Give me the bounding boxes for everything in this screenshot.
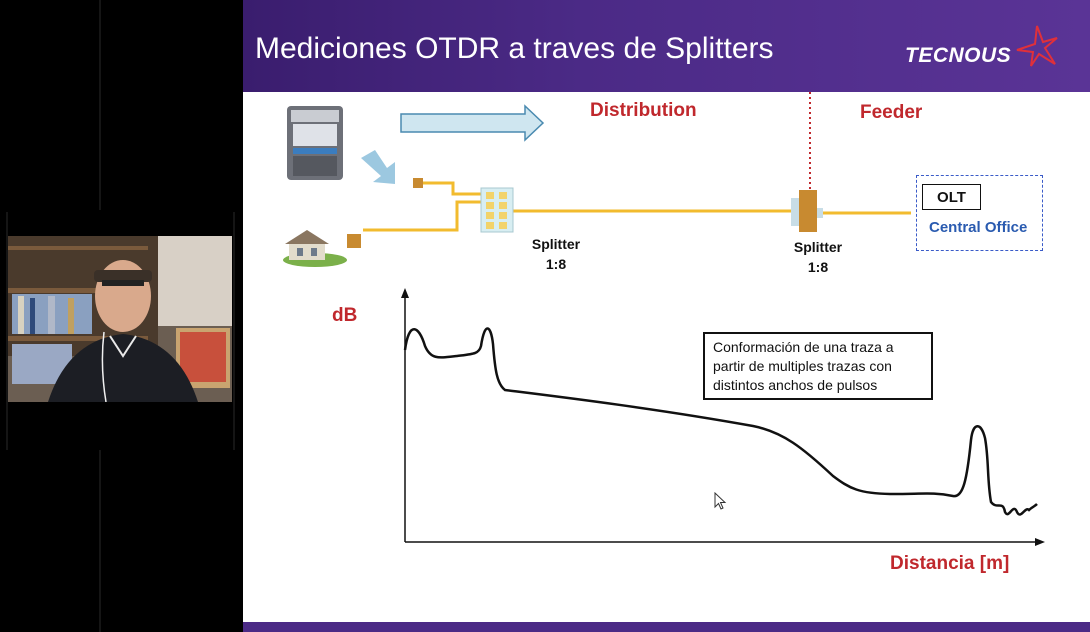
left-divider-line [6,212,8,450]
otdr-trace-line [403,327,1038,516]
fiber-line [363,200,487,232]
central-office-label: Central Office [929,219,1028,236]
network-diagram [283,92,911,267]
central-office-box [916,175,1043,251]
splitter-1-label: Splitter 1:8 [511,234,601,274]
splitter-1-name: Splitter [531,236,581,252]
logo-star-icon [1016,25,1058,67]
y-axis-label: dB [332,305,358,326]
presentation-slide: Mediciones OTDR a traves de Splitters TE… [243,0,1090,632]
slide-title: Mediciones OTDR a traves de Splitters [255,32,774,65]
x-axis-label: Distancia [m] [890,553,1010,574]
splitter-2-icon [791,190,823,232]
otdr-trace-chart [401,288,1045,546]
brand-logo: TECNOUS [905,44,1012,67]
olt-label: OLT [922,184,981,210]
feeder-label: Feeder [860,102,923,123]
left-divider-line [99,0,101,210]
webcam-video-tile[interactable] [8,236,232,402]
arrow-down-right-icon [361,150,395,184]
ont-icon [413,178,423,188]
slide-footer-bar [243,622,1090,632]
splitter-2-name: Splitter [793,239,843,255]
annotation-line-2: partir de multiples trazas con [713,358,892,374]
left-divider-line [233,212,235,450]
slide-header [243,0,1090,92]
splitter-2-label: Splitter 1:8 [773,237,863,277]
left-divider-line [99,450,101,632]
annotation-line-3: distintos anchos de pulsos [713,377,878,393]
x-axis-arrow-icon [1035,538,1045,546]
arrow-right-icon [400,104,545,142]
ont-icon [347,234,361,248]
annotation-line-1: Conformación de una traza a [713,339,894,355]
fiber-line [421,181,487,196]
splitter-1-ratio: 1:8 [545,256,567,272]
distribution-label: Distribution [590,100,697,121]
y-axis-arrow-icon [401,288,409,298]
mouse-cursor-icon [714,492,727,510]
splitter-2-ratio: 1:8 [807,259,829,275]
splitter-1-icon [480,187,514,233]
trace-annotation-box: Conformación de una traza a partir de mu… [703,332,933,400]
house-icon [283,230,347,267]
otdr-device-icon [287,106,343,180]
